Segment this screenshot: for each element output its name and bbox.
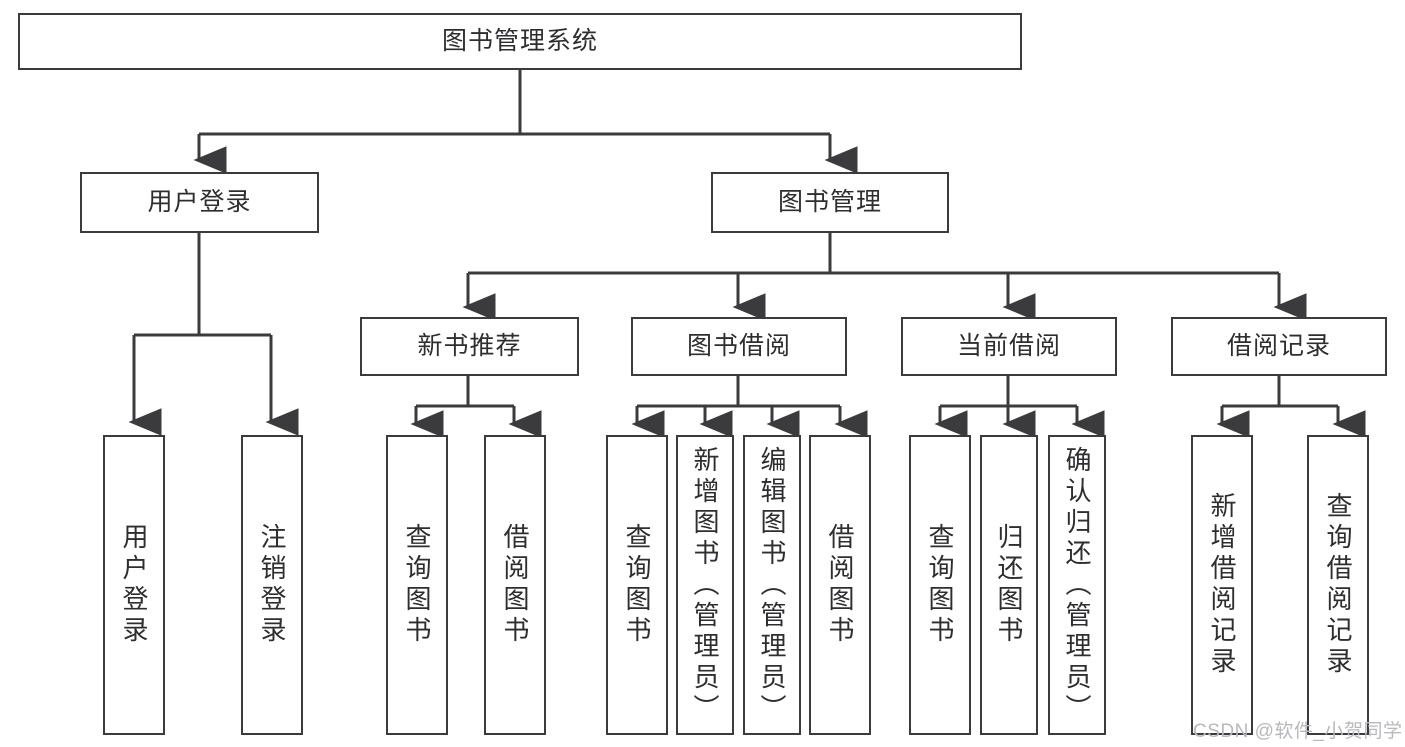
leaf-node-query-book-borrow[interactable]: 查询图书: [606, 435, 668, 735]
leaf-node-query-borrow-record[interactable]: 查询借阅记录: [1307, 435, 1369, 735]
leaf-node-query-book-current[interactable]: 查询图书: [909, 435, 971, 735]
leaf-node-borrow-book-newbook[interactable]: 借阅图书: [484, 435, 546, 735]
node-user-login[interactable]: 用户登录: [80, 172, 319, 233]
node-book-management[interactable]: 图书管理: [711, 172, 949, 233]
node-label: 确认归还（管理员）: [1062, 445, 1092, 725]
node-label: 新书推荐: [417, 331, 522, 360]
csdn-watermark: CSDN @软件_小贺同学: [1193, 721, 1403, 742]
node-label: 当前借阅: [956, 331, 1061, 360]
node-label: 图书管理系统: [441, 26, 598, 55]
leaf-node-query-book-newbook[interactable]: 查询图书: [386, 435, 448, 735]
node-root-book-management-system[interactable]: 图书管理系统: [18, 13, 1022, 70]
leaf-node-user-login[interactable]: 用户登录: [103, 435, 165, 735]
leaf-node-add-book-admin[interactable]: 新增图书（管理员）: [676, 435, 734, 735]
node-label: 用户登录: [147, 187, 252, 216]
leaf-node-add-borrow-record[interactable]: 新增借阅记录: [1191, 435, 1253, 735]
node-label: 图书管理: [777, 187, 882, 216]
node-label: 用户登录: [119, 523, 149, 647]
node-label: 编辑图书（管理员）: [757, 445, 787, 725]
node-label: 查询图书: [925, 523, 955, 647]
node-borrowing-record[interactable]: 借阅记录: [1171, 317, 1387, 376]
node-label: 借阅图书: [500, 523, 530, 647]
node-label: 归还图书: [994, 523, 1024, 647]
node-label: 查询图书: [402, 523, 432, 647]
node-label: 借阅图书: [825, 523, 855, 647]
node-label: 查询图书: [622, 523, 652, 647]
node-label: 新增图书（管理员）: [690, 445, 720, 725]
node-current-borrowing[interactable]: 当前借阅: [901, 317, 1117, 376]
leaf-node-confirm-return-admin[interactable]: 确认归还（管理员）: [1048, 435, 1106, 735]
leaf-node-return-book[interactable]: 归还图书: [980, 435, 1038, 735]
node-book-borrowing[interactable]: 图书借阅: [631, 317, 847, 376]
node-label: 借阅记录: [1226, 331, 1331, 360]
node-label: 注销登录: [257, 523, 287, 647]
leaf-node-edit-book-admin[interactable]: 编辑图书（管理员）: [743, 435, 801, 735]
node-label: 查询借阅记录: [1323, 492, 1353, 678]
leaf-node-logout[interactable]: 注销登录: [241, 435, 303, 735]
node-label: 新增借阅记录: [1207, 492, 1237, 678]
leaf-node-borrow-book[interactable]: 借阅图书: [809, 435, 871, 735]
node-new-book-recommendation[interactable]: 新书推荐: [360, 317, 579, 376]
node-label: 图书借阅: [686, 331, 791, 360]
